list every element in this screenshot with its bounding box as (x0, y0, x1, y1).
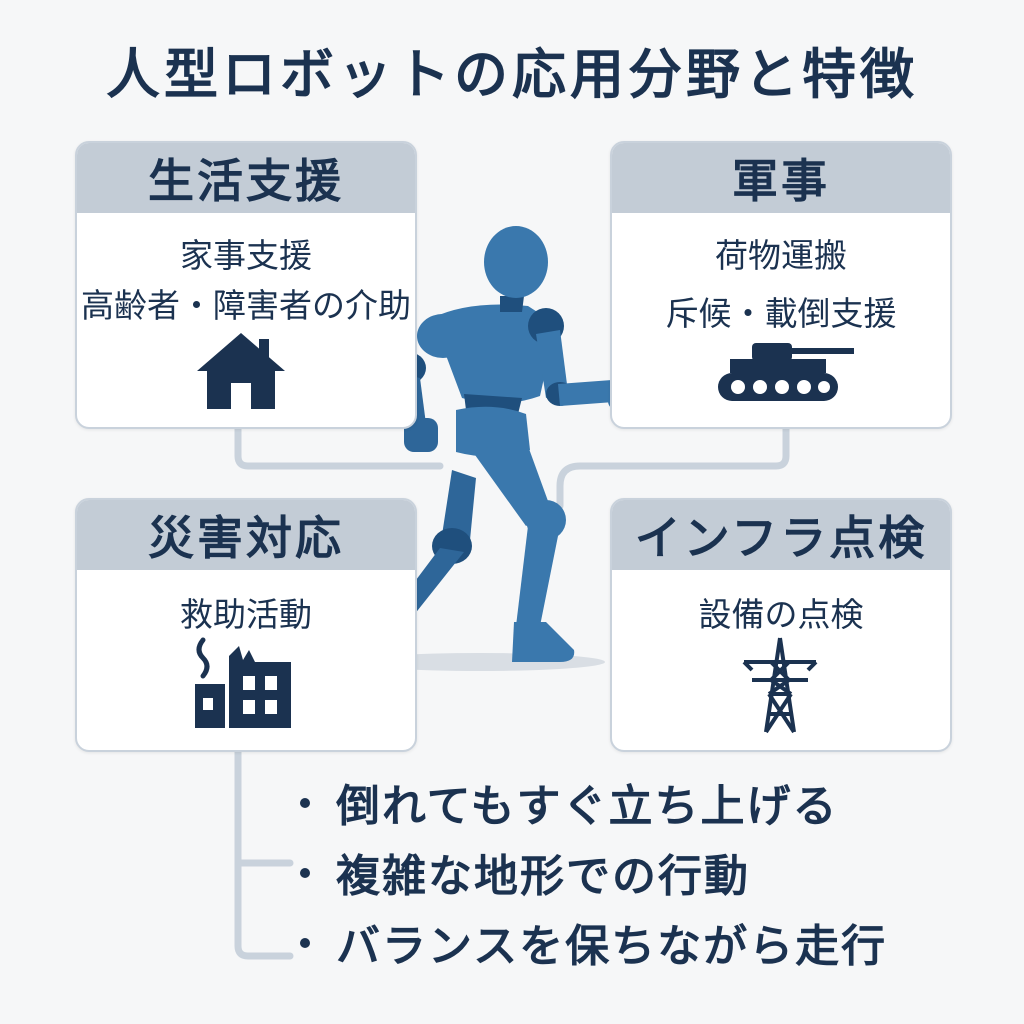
card-text: 荷物運搬 (715, 236, 847, 275)
power-tower-icon (742, 637, 818, 734)
card-disaster-response: 災害対応 救助活動 (75, 498, 417, 752)
bullet-icon (300, 868, 310, 878)
tank-icon (718, 343, 854, 401)
bullet-icon (300, 938, 310, 948)
card-header: 軍事 (612, 143, 950, 213)
card-header: 生活支援 (77, 143, 415, 213)
feature-item: バランスを保ちながら走行 (300, 910, 887, 974)
card-military: 軍事 荷物運搬 斥候・載倒支援 (610, 141, 952, 429)
damaged-building-icon (195, 637, 291, 728)
card-header: 災害対応 (77, 500, 415, 570)
card-infrastructure-inspection: インフラ点検 設備の点検 (610, 498, 952, 752)
card-text: 斥候・載倒支援 (665, 294, 897, 333)
feature-item: 倒れてもすぐ立ち上げる (300, 770, 838, 834)
page-title: 人型ロボットの応用分野と特徴 (106, 43, 918, 106)
robot-front-leg (470, 446, 575, 662)
card-life-support: 生活支援 家事支援 高齢者・障害者の介助 (75, 141, 417, 429)
card-header: インフラ点検 (612, 500, 950, 570)
connector-life (234, 423, 444, 470)
card-text: 救助活動 (180, 595, 312, 634)
connector-features (234, 746, 294, 960)
connector-military (556, 423, 790, 510)
card-text: 高齢者・障害者の介助 (81, 286, 411, 325)
bullet-icon (300, 798, 310, 808)
robot-head (484, 226, 548, 312)
house-icon (197, 333, 285, 409)
robot-torso (417, 304, 556, 457)
card-text: 家事支援 (180, 236, 312, 275)
feature-item: 複雑な地形での行動 (300, 840, 750, 904)
card-text: 設備の点検 (698, 595, 864, 634)
